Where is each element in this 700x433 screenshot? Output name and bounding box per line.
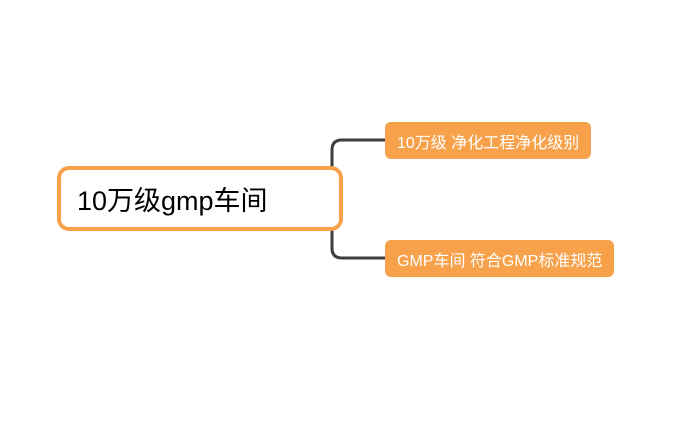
connector-branch-bottom <box>330 196 388 260</box>
mindmap-root-node[interactable]: 10万级gmp车间 <box>57 166 343 231</box>
mindmap-child-node-gmp-standard[interactable]: GMP车间 符合GMP标准规范 <box>385 240 615 277</box>
mindmap-child-node-purification-level[interactable]: 10万级 净化工程净化级别 <box>385 122 592 159</box>
mindmap-root-label: 10万级gmp车间 <box>77 186 268 216</box>
mindmap-child-label: GMP车间 符合GMP标准规范 <box>397 252 603 270</box>
mindmap-child-label: 10万级 净化工程净化级别 <box>397 134 580 152</box>
connector-branch-top <box>330 138 388 200</box>
